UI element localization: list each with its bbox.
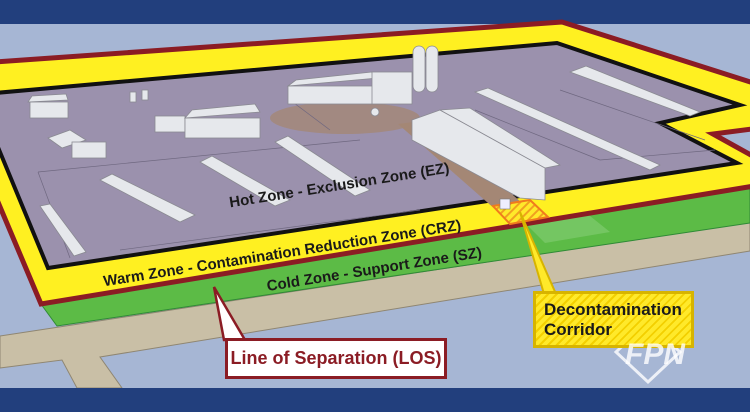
bottom-banner [0, 388, 750, 412]
truck-icon [499, 198, 511, 210]
los-label: Line of Separation (LOS) [230, 348, 442, 368]
dirt-yard [270, 102, 420, 134]
decon-label-line1: Decontamination [544, 300, 682, 319]
decontamination-corridor-callout: Decontamination Corridor [533, 291, 694, 348]
line-of-separation-callout: Line of Separation (LOS) [225, 338, 447, 379]
top-banner [0, 0, 750, 24]
decon-label-line2: Corridor [544, 320, 612, 339]
fpn-logo: FPN [625, 338, 685, 371]
farm-buildings [27, 45, 702, 257]
